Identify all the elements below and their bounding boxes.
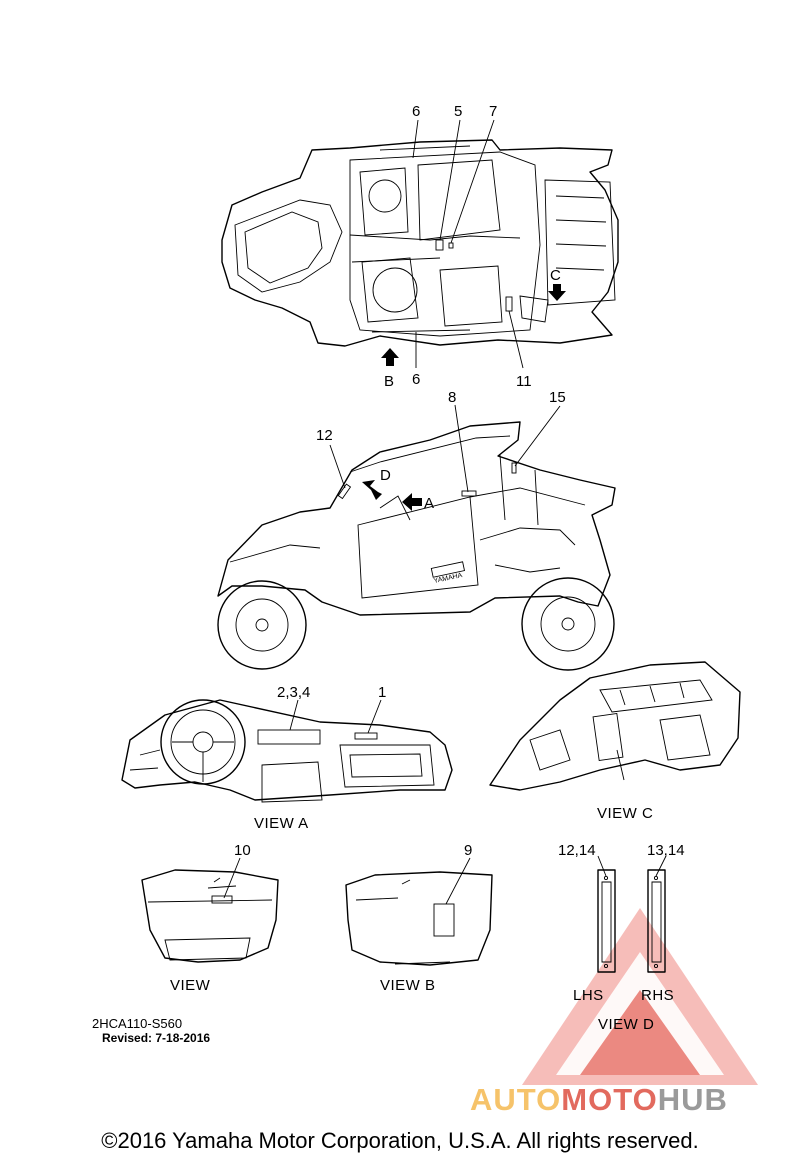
top-view-vehicle [221, 139, 619, 347]
view-c-panel [489, 661, 741, 791]
callout-6-bottom: 6 [412, 371, 420, 388]
callout-10: 10 [234, 842, 251, 859]
view-c-label: VIEW C [597, 805, 653, 822]
view-a-dashboard [121, 699, 453, 803]
callout-d: D [380, 467, 391, 484]
watermark-part3: HUB [657, 1082, 728, 1117]
side-view-vehicle [217, 421, 616, 616]
view-a-label: VIEW A [254, 815, 309, 832]
callout-1: 1 [378, 684, 386, 701]
callout-12-14: 12,14 [558, 842, 596, 859]
view-b-panel [345, 871, 493, 966]
copyright-notice: ©2016 Yamaha Motor Corporation, U.S.A. A… [101, 1128, 699, 1153]
callout-b: B [384, 373, 394, 390]
view-panel-left [141, 869, 279, 963]
side-brand-label: YAMAHA [433, 572, 463, 585]
rhs-label: RHS [641, 987, 674, 1004]
callout-11: 11 [516, 373, 532, 390]
triangle-logo-icon [522, 908, 758, 1085]
arrow-c-icon [548, 284, 566, 301]
leader-1 [367, 699, 382, 734]
leader-12-14 [597, 855, 607, 877]
lhs-label: LHS [573, 987, 604, 1004]
top-leaders [412, 119, 524, 369]
callout-6-top: 6 [412, 103, 420, 120]
rear-wheel [521, 577, 615, 671]
side-leaders [329, 404, 561, 493]
callout-9: 9 [464, 842, 472, 859]
arrow-d-icon [362, 480, 382, 500]
callout-12: 12 [316, 427, 333, 444]
callout-c: C [550, 267, 561, 284]
callout-15: 15 [549, 389, 566, 406]
view-left-label: VIEW [170, 977, 211, 994]
leader-view-c [616, 749, 625, 781]
leader-13-14 [655, 855, 667, 877]
watermark-part2: MOTO [561, 1082, 658, 1117]
view-b-label: VIEW B [380, 977, 436, 994]
arrow-a-icon [402, 493, 422, 511]
leader-9 [445, 857, 471, 905]
leader-234 [289, 699, 299, 731]
part-code: 2HCA110-S560 [92, 1016, 183, 1031]
leader-10 [223, 857, 241, 899]
callout-13-14: 13,14 [647, 842, 685, 859]
callout-8: 8 [448, 389, 456, 406]
callout-2-3-4: 2,3,4 [277, 684, 310, 701]
watermark-part1: AUTO [470, 1082, 562, 1117]
arrow-b-icon [381, 348, 399, 366]
callout-7: 7 [489, 103, 497, 120]
revised-date: Revised: 7-18-2016 [102, 1031, 211, 1045]
front-wheel [217, 580, 307, 670]
watermark-text: AUTOMOTOHUB [470, 1082, 728, 1118]
view-d-label: VIEW D [598, 1016, 654, 1033]
callout-a: A [424, 495, 434, 512]
callout-5: 5 [454, 103, 462, 120]
